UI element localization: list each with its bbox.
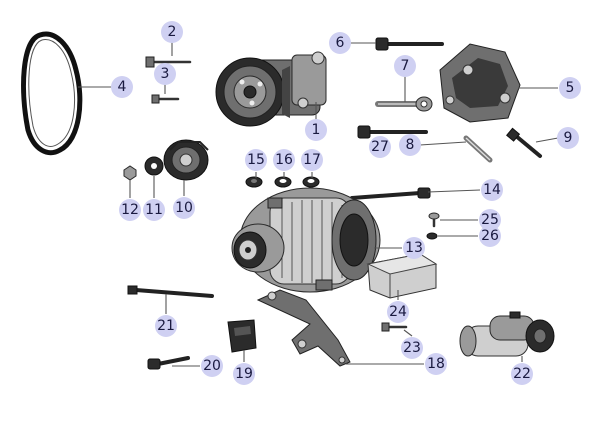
callout: 4 [111, 76, 133, 98]
svg-text:11: 11 [145, 202, 163, 218]
svg-text:13: 13 [405, 240, 423, 256]
part-water-pump [215, 51, 327, 127]
callout: 23 [401, 337, 423, 359]
svg-text:7: 7 [401, 58, 410, 74]
callout: 18 [425, 353, 447, 375]
svg-text:16: 16 [275, 152, 293, 168]
svg-text:21: 21 [157, 318, 175, 334]
callout: 22 [511, 363, 533, 385]
svg-text:8: 8 [406, 137, 415, 153]
callout: 27 [369, 136, 391, 158]
part-bolt-9 [506, 127, 542, 158]
svg-text:1: 1 [312, 122, 321, 138]
part-washer-17 [302, 176, 320, 188]
callout: 26 [479, 225, 501, 247]
callout: 20 [201, 355, 223, 377]
callout: 25 [479, 209, 501, 231]
part-cover [366, 253, 438, 299]
part-idler-pulley [163, 139, 209, 181]
svg-text:6: 6 [336, 35, 345, 51]
svg-text:24: 24 [389, 304, 407, 320]
callout: 10 [173, 197, 195, 219]
callout: 11 [143, 199, 165, 221]
callout: 5 [559, 77, 581, 99]
svg-text:22: 22 [513, 366, 531, 382]
part-bolt-27 [357, 125, 428, 139]
part-washer-16 [274, 176, 292, 188]
part-bolt-2 [145, 56, 192, 68]
svg-text:9: 9 [564, 130, 573, 146]
part-bolt-25 [428, 212, 440, 228]
part-bolt-14 [350, 187, 431, 200]
part-nut-15 [245, 176, 263, 188]
svg-text:10: 10 [175, 200, 193, 216]
callout: 12 [119, 199, 141, 221]
callout: 13 [403, 237, 425, 259]
part-stud-8 [463, 135, 493, 163]
part-mounting-bracket [439, 43, 521, 123]
callout: 15 [245, 149, 267, 171]
part-nut-12 [123, 165, 137, 181]
svg-text:25: 25 [481, 212, 499, 228]
callout: 7 [394, 55, 416, 77]
callout: 3 [154, 63, 176, 85]
callout: 2 [161, 21, 183, 43]
callout: 21 [155, 315, 177, 337]
part-drive-belt [21, 31, 83, 156]
svg-text:23: 23 [403, 340, 421, 356]
part-bolt-23 [381, 322, 408, 332]
callout: 14 [481, 179, 503, 201]
svg-text:27: 27 [371, 139, 389, 155]
callout: 16 [273, 149, 295, 171]
callout: 17 [301, 149, 323, 171]
callout: 6 [329, 32, 351, 54]
part-washer-11 [144, 156, 164, 176]
svg-text:18: 18 [427, 356, 445, 372]
svg-text:19: 19 [235, 366, 253, 382]
part-bracket-19 [227, 319, 257, 353]
part-washer-26 [426, 232, 438, 240]
part-starter-motor [459, 311, 555, 357]
callout: 8 [399, 134, 421, 156]
svg-text:3: 3 [161, 66, 170, 82]
callout: 19 [233, 363, 255, 385]
svg-text:12: 12 [121, 202, 139, 218]
svg-text:4: 4 [118, 79, 127, 95]
part-alternator-bracket [256, 289, 351, 367]
part-bolt-6 [375, 37, 444, 51]
callout: 9 [557, 127, 579, 149]
part-bolt-20 [147, 356, 190, 370]
part-bolt-21 [127, 285, 214, 298]
part-tension-bolt [375, 96, 433, 112]
svg-text:14: 14 [483, 182, 501, 198]
svg-text:17: 17 [303, 152, 321, 168]
callout: 1 [305, 119, 327, 141]
callout: 24 [387, 301, 409, 323]
svg-text:15: 15 [247, 152, 265, 168]
svg-text:2: 2 [168, 24, 177, 40]
svg-text:5: 5 [566, 80, 575, 96]
part-bolt-3 [151, 94, 180, 104]
svg-text:20: 20 [203, 358, 221, 374]
part-alternator [231, 187, 381, 293]
svg-text:26: 26 [481, 228, 499, 244]
